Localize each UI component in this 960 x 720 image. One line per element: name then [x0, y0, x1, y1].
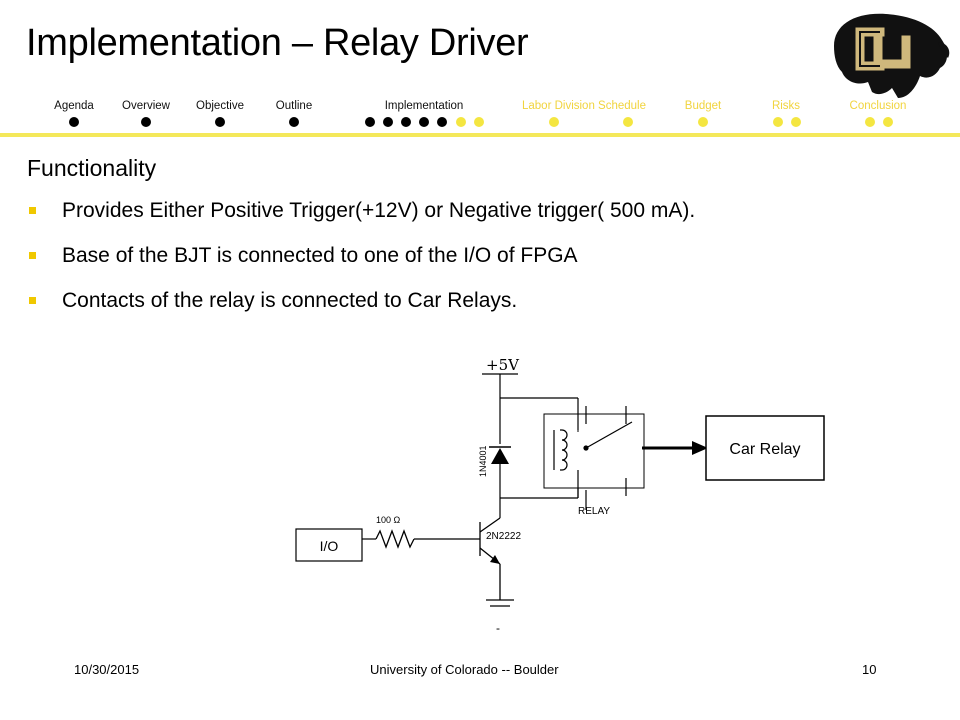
nav-section-objective[interactable]: Objective — [196, 100, 244, 112]
slide-title: Implementation – Relay Driver — [26, 22, 529, 64]
nav-section-outline[interactable]: Outline — [275, 100, 313, 112]
diode-symbol — [489, 446, 511, 498]
bullet-marker — [29, 252, 36, 259]
bullet-text: Base of the BJT is connected to one of t… — [62, 244, 578, 267]
nav-slide-dot[interactable] — [383, 117, 393, 127]
bullet-marker — [29, 207, 36, 214]
nav-section-overview[interactable]: Overview — [122, 100, 170, 112]
io-label: I/O — [320, 538, 339, 554]
nav-slide-dot[interactable] — [69, 117, 79, 127]
nav-section-implementation[interactable]: Implementation — [384, 100, 464, 112]
nav-section-budget[interactable]: Budget — [684, 100, 722, 112]
bullet-text: Provides Either Positive Trigger(+12V) o… — [62, 199, 696, 222]
relay-switch — [583, 406, 633, 510]
nav-slide-dot[interactable] — [419, 117, 429, 127]
nav-slide-dot[interactable] — [883, 117, 893, 127]
bullet-item: Base of the BJT is connected to one of t… — [27, 241, 827, 271]
car-relay-label: Car Relay — [729, 441, 800, 458]
base-resistor — [375, 529, 415, 549]
resistor-label: 100 Ω — [376, 515, 401, 525]
footer-institution: University of Colorado -- Boulder — [370, 662, 559, 677]
nav-slide-dot[interactable] — [437, 117, 447, 127]
bullet-item: Provides Either Positive Trigger(+12V) o… — [27, 196, 827, 226]
bullet-text: Contacts of the relay is connected to Ca… — [62, 289, 518, 312]
bullet-item: Contacts of the relay is connected to Ca… — [27, 286, 827, 316]
nav-slide-dot[interactable] — [791, 117, 801, 127]
nav-slide-dot[interactable] — [698, 117, 708, 127]
nav-section-labor-division-schedule[interactable]: Labor Division Schedule — [521, 100, 647, 112]
relay-outline — [543, 413, 645, 489]
bullet-marker — [29, 297, 36, 304]
nav-slide-dot[interactable] — [865, 117, 875, 127]
section-heading: Functionality — [27, 155, 157, 181]
ground-label: - — [496, 621, 500, 635]
footer-date: 10/30/2015 — [74, 662, 140, 677]
cu-buffalo-logo — [834, 13, 950, 98]
ground-symbol — [486, 599, 514, 607]
nav-slide-dot[interactable] — [365, 117, 375, 127]
header-divider — [0, 133, 960, 137]
car-relay-box — [705, 415, 825, 481]
relay-coil — [553, 429, 568, 471]
footer-page-number: 10 — [862, 662, 877, 677]
diode-label: 1N4001 — [478, 445, 488, 477]
relay-label: RELAY — [578, 506, 610, 517]
supply-label: +5V — [486, 356, 520, 374]
nav-slide-dot[interactable] — [623, 117, 633, 127]
section-navigation: Agenda Overview Objective Outline Implementa… — [0, 100, 960, 136]
nav-section-agenda[interactable]: Agenda — [54, 100, 94, 112]
nav-slide-dot[interactable] — [456, 117, 466, 127]
nav-slide-dot[interactable] — [141, 117, 151, 127]
relay-driver-schematic: +5V 1N4001 RELAY 2N2222 — [295, 356, 825, 635]
io-box — [295, 528, 363, 562]
bullet-list: Provides Either Positive Trigger(+12V) o… — [27, 196, 827, 331]
nav-slide-dot[interactable] — [773, 117, 783, 127]
nav-section-risks[interactable]: Risks — [771, 100, 801, 112]
transistor-label: 2N2222 — [486, 531, 521, 542]
nav-slide-dot[interactable] — [474, 117, 484, 127]
nav-slide-dot[interactable] — [215, 117, 225, 127]
nav-slide-dot[interactable] — [549, 117, 559, 127]
nav-slide-dot[interactable] — [401, 117, 411, 127]
nav-slide-dot[interactable] — [289, 117, 299, 127]
nav-section-conclusion[interactable]: Conclusion — [849, 100, 907, 112]
